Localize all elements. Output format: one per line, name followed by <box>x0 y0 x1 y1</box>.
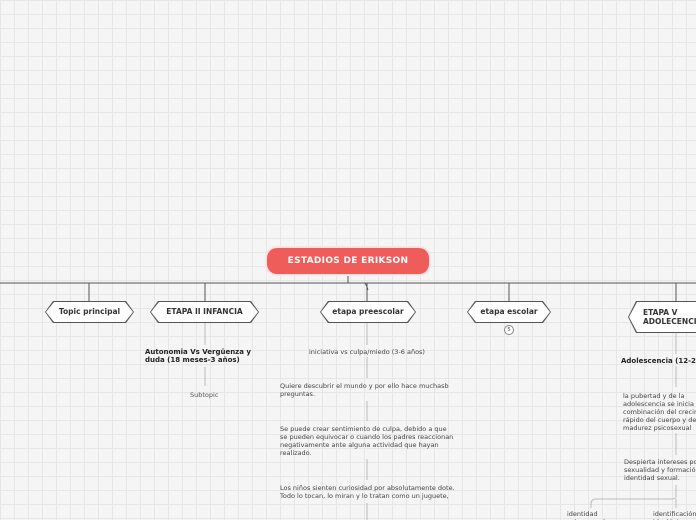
subtopic-curiosidad[interactable]: Los niños sienten curiosidad por absolut… <box>280 484 455 500</box>
subtopic-placeholder[interactable]: Subtopic <box>190 391 219 399</box>
topic-label: etapa preescolar <box>332 307 404 317</box>
topic-etapa-preescolar[interactable]: etapa preescolar <box>320 301 416 323</box>
topic-label: etapa escolar <box>480 307 538 317</box>
root-topic-label: ESTADIOS DE ERIKSON <box>287 256 409 266</box>
subtopic-autonomia[interactable]: Autonomia Vs Vergüenza y duda (18 meses-… <box>145 348 251 364</box>
subtopic-pubertad[interactable]: la pubertad y de la adolescencia se inic… <box>623 392 696 432</box>
topic-etapa-ii-infancia[interactable]: ETAPA II INFANCIA <box>150 301 259 323</box>
subtopic-identidad-psicosexual[interactable]: identidad psicosexual <box>567 510 605 520</box>
subtopic-iniciativa[interactable]: iniciativa vs culpa/miedo (3-6 años) <box>309 348 425 356</box>
root-topic[interactable]: ESTADIOS DE ERIKSON <box>267 248 429 274</box>
topic-etapa-escolar[interactable]: etapa escolar <box>467 301 551 323</box>
subtopic-culpa[interactable]: Se puede crear sentimiento de culpa, deb… <box>280 425 454 457</box>
subtopic-descubrir-mundo[interactable]: Quiere descubrir el mundo y por ello hac… <box>280 382 449 398</box>
topic-label: ETAPA II INFANCIA <box>166 307 243 317</box>
subtopic-intereses[interactable]: Despierta intereses po sexualidad y form… <box>624 458 696 482</box>
subtopic-identificacion-ideologica[interactable]: identificación ideológica <box>653 510 696 520</box>
subtopic-adolescencia[interactable]: Adolescencia (12-2 <box>621 357 696 365</box>
topic-principal[interactable]: Topic principal <box>45 301 134 323</box>
collapsed-count-badge[interactable]: 5 <box>504 325 514 335</box>
topic-label: Topic principal <box>58 307 121 317</box>
